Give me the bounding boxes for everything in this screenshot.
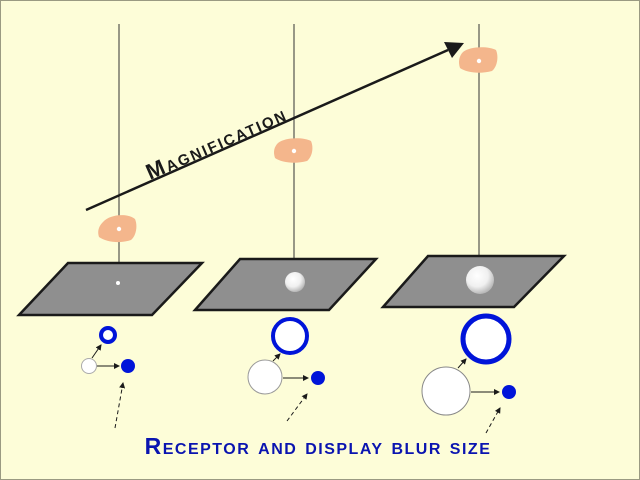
display-dot-2 — [311, 371, 325, 385]
blur-group-1 — [81, 326, 135, 429]
display-ring-1 — [99, 326, 117, 344]
caption: Receptor and display blur size — [145, 433, 492, 459]
display-dot-1 — [121, 359, 135, 373]
blur-group-2 — [247, 317, 325, 422]
display-ring-3 — [460, 313, 512, 365]
receptor-spot-2 — [285, 272, 305, 292]
display-dot-3 — [502, 385, 516, 399]
object-3 — [459, 47, 498, 73]
receptor-blur-1 — [81, 358, 97, 374]
display-ring-2 — [271, 317, 309, 355]
receptor-spot-1 — [116, 281, 120, 285]
object-1 — [98, 215, 137, 243]
receptor-plane-1 — [16, 261, 205, 317]
magnification-arrowhead — [444, 42, 464, 58]
receptor-blur-3 — [421, 366, 471, 416]
magnification-arrow — [85, 48, 449, 212]
blur-group-3 — [421, 313, 516, 434]
object-2 — [274, 138, 313, 163]
receptor-spot-3 — [466, 266, 494, 294]
receptor-blur-2 — [247, 359, 283, 395]
